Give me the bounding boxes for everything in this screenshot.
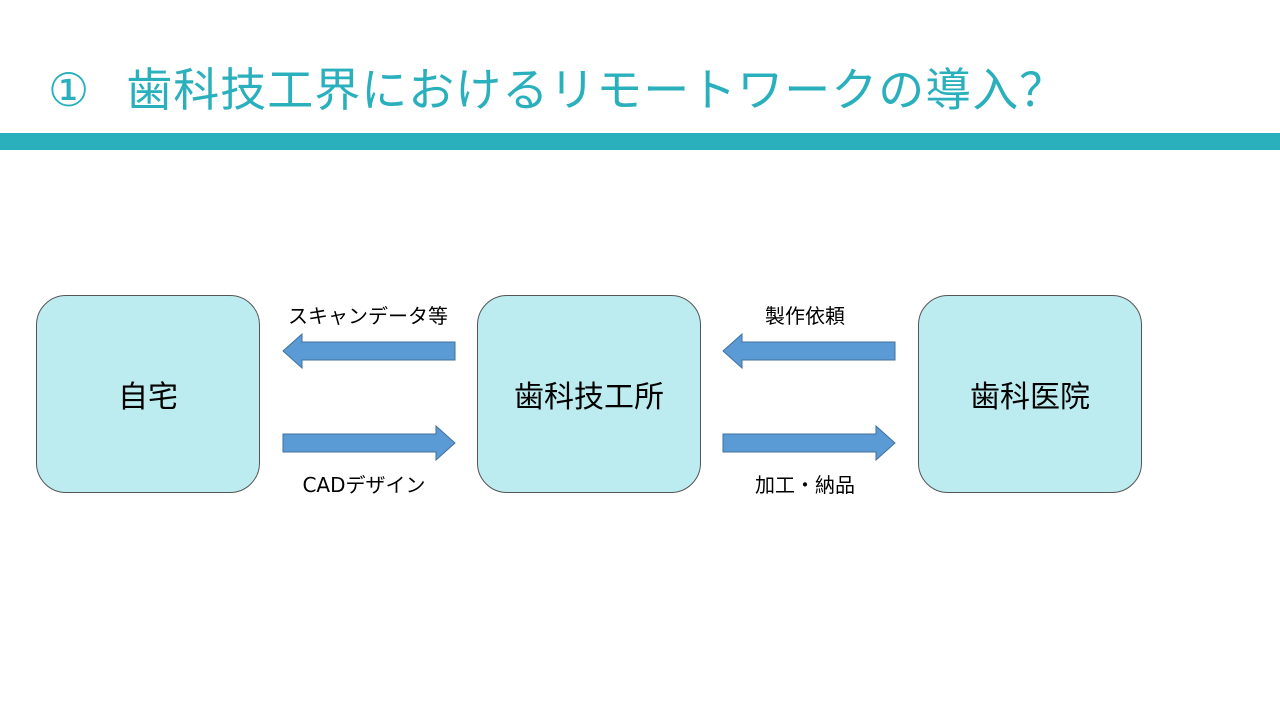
edge-label-lab-to-home: スキャンデータ等 (288, 304, 448, 328)
title-number: ① (48, 63, 91, 117)
arrow-home-to-lab (282, 425, 456, 461)
node-dental-clinic: 歯科医院 (918, 295, 1142, 493)
title-text: 歯科技工界におけるリモートワークの導入？ (126, 63, 1067, 117)
arrow-lab-to-clinic (722, 425, 896, 461)
node-home-label: 自宅 (118, 380, 178, 415)
node-dental-clinic-label: 歯科医院 (970, 380, 1090, 415)
arrow-lab-to-home (282, 333, 456, 369)
arrow-clinic-to-lab (722, 333, 896, 369)
slide-title: ① 歯科技工界におけるリモートワークの導入？ (48, 58, 1066, 122)
edge-label-home-to-lab: CADデザイン (302, 473, 426, 497)
edge-label-lab-to-clinic: 加工・納品 (755, 473, 855, 497)
title-underline-bar (0, 133, 1280, 150)
node-home: 自宅 (36, 295, 260, 493)
node-dental-lab: 歯科技工所 (477, 295, 701, 493)
edge-label-clinic-to-lab: 製作依頼 (765, 304, 845, 328)
node-dental-lab-label: 歯科技工所 (514, 380, 664, 415)
